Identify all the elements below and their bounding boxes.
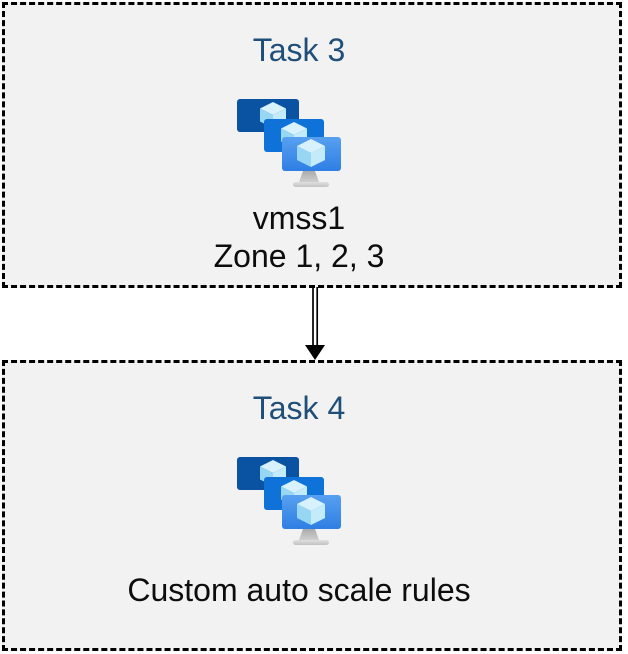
task3-title: Task 3 — [252, 32, 346, 68]
vm-scale-sets-icon — [237, 457, 341, 545]
task3-caption-line2: Zone 1, 2, 3 — [213, 238, 385, 274]
task4-caption-line1: Custom auto scale rules — [127, 572, 471, 608]
task3-caption-line1: vmss1 — [252, 200, 346, 236]
task3-caption: vmss1 Zone 1, 2, 3 — [214, 199, 385, 275]
vm-scale-sets-icon — [237, 99, 341, 187]
task4-title: Task 4 — [252, 390, 346, 426]
task4-box: Task 4 Custom auto scale rules — [2, 360, 622, 651]
task3-box: Task 3 vmss1 Zone 1, 2, 3 — [2, 2, 622, 288]
task4-caption: Custom auto scale rules — [127, 571, 470, 609]
connector-arrow-down — [305, 287, 325, 360]
